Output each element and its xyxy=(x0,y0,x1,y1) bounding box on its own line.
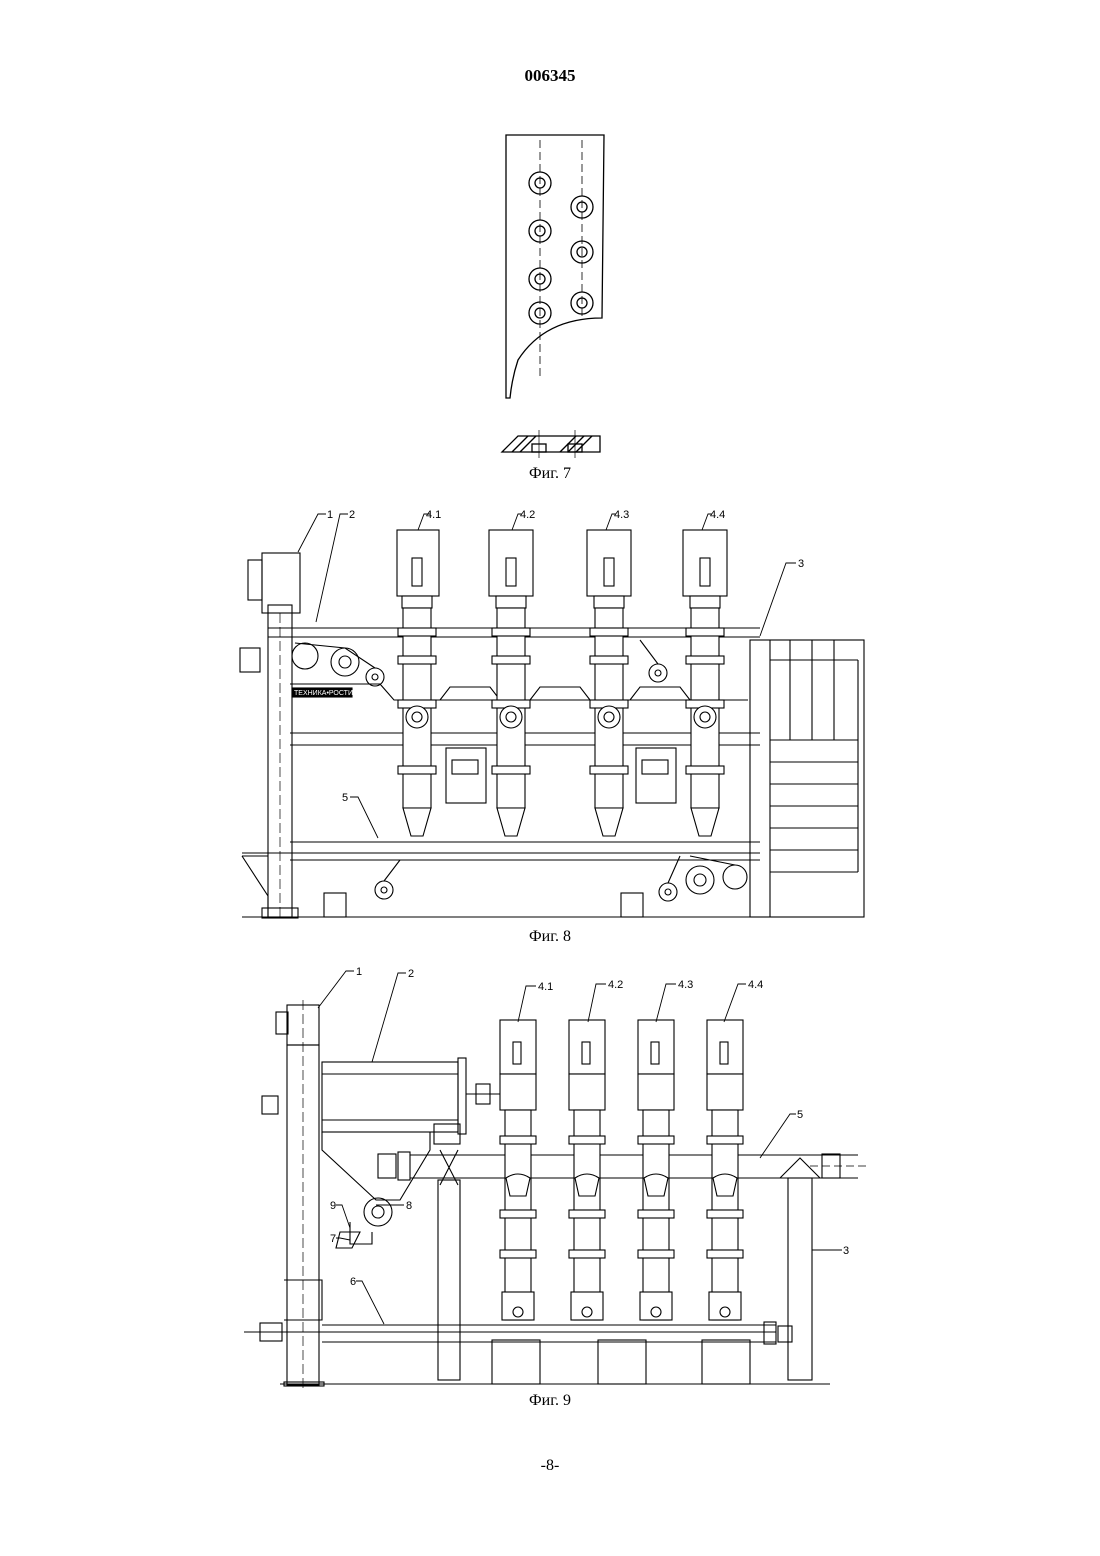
fig9-label-4-4: 4.4 xyxy=(748,979,763,991)
fig9-label-7: 7 xyxy=(330,1233,336,1245)
fig8-label-5: 5 xyxy=(342,792,348,804)
fig8-label-2: 2 xyxy=(349,509,355,521)
fig9-label-3: 3 xyxy=(843,1245,849,1257)
section-view xyxy=(502,430,600,458)
elevator xyxy=(260,1000,324,1388)
column-4-3 xyxy=(587,530,631,836)
figure-9-drawing: 1 2 3 5 6 7 8 9 4.1 4.2 4.3 4.4 xyxy=(0,965,1100,1390)
page-number: -8- xyxy=(0,1457,1100,1475)
column-4-2 xyxy=(569,1020,605,1320)
nameplate-text: ТЕХНИКА•РОСТИ xyxy=(294,690,353,697)
fig9-label-8: 8 xyxy=(406,1200,412,1212)
fig9-label-6: 6 xyxy=(350,1276,356,1288)
column-4-4 xyxy=(683,530,727,836)
column-4-4 xyxy=(707,1020,743,1320)
figure-8-drawing: ТЕХНИКА•РОСТИ xyxy=(0,500,1100,925)
fig9-label-5: 5 xyxy=(797,1109,803,1121)
fig9-label-4-1: 4.1 xyxy=(538,981,553,993)
column-4-2 xyxy=(489,530,533,836)
fig9-label-4-2: 4.2 xyxy=(608,979,623,991)
column-4-1 xyxy=(397,530,439,836)
fig9-label-2: 2 xyxy=(408,968,414,980)
figure-7-caption: Фиг. 7 xyxy=(0,465,1100,483)
fig8-label-4-3: 4.3 xyxy=(614,509,629,521)
patent-number: 006345 xyxy=(0,66,1100,86)
fig8-label-1: 1 xyxy=(327,509,333,521)
fig8-label-4-2: 4.2 xyxy=(520,509,535,521)
figure-8-caption: Фиг. 8 xyxy=(0,928,1100,946)
fig8-label-3: 3 xyxy=(798,558,804,570)
figure-7-drawing xyxy=(0,125,1100,465)
fig9-label-9: 9 xyxy=(330,1200,336,1212)
column-4-3 xyxy=(638,1020,674,1320)
elevator xyxy=(240,553,300,918)
figure-9-caption: Фиг. 9 xyxy=(0,1392,1100,1410)
column-4-1 xyxy=(500,1020,536,1320)
fig8-label-4-4: 4.4 xyxy=(710,509,725,521)
fig9-label-1: 1 xyxy=(356,966,362,978)
blade-outline xyxy=(506,135,604,398)
fig9-label-4-3: 4.3 xyxy=(678,979,693,991)
fig8-label-4-1: 4.1 xyxy=(426,509,441,521)
